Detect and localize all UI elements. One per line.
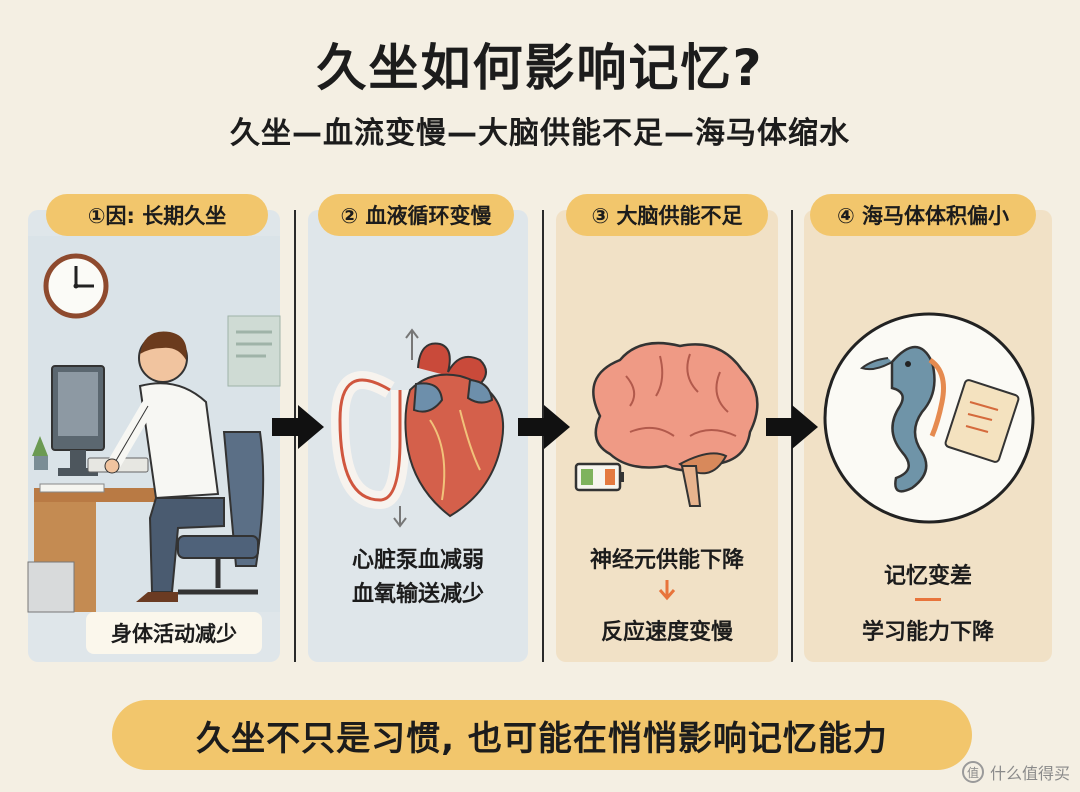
arrow-right-icon	[272, 405, 324, 449]
watermark: 值 什么值得买	[961, 760, 1070, 784]
office-worker-illustration	[27, 236, 281, 613]
watermark-logo-icon: 值	[961, 761, 984, 783]
page-subtitle: 久坐—血流变慢—大脑供能不足—海马体缩水	[230, 116, 850, 151]
reaction-speed-caption: 反应速度变慢	[600, 620, 733, 645]
circulation-caption-line-1: 心脏泵血减弱	[351, 548, 484, 573]
brain-illustration	[574, 341, 759, 507]
arrow-right-icon	[518, 405, 570, 449]
neuron-energy-caption: 神经元供能下降	[589, 548, 744, 573]
step-2-label: ② 血液循环变慢	[318, 194, 514, 236]
page-title: 久坐如何影响记忆?	[316, 39, 764, 97]
arrow-right-icon	[766, 405, 818, 449]
heart-illustration	[330, 328, 505, 528]
circulation-caption-line-2: 血氧输送减少	[351, 582, 484, 607]
watermark-text: 什么值得买	[989, 764, 1070, 783]
sitting-caption: 身体活动减少	[86, 612, 262, 654]
document-icon	[944, 379, 1020, 463]
step-4-label: ④ 海马体体积偏小	[810, 194, 1036, 236]
separator-dash	[915, 598, 941, 601]
low-battery-icon	[574, 462, 624, 492]
circulation-caption: 心脏泵血减弱 血氧输送减少	[308, 544, 528, 612]
conclusion-banner: 久坐不只是习惯, 也可能在悄悄影响记忆能力	[112, 700, 972, 770]
step-1-label: ①因: 长期久坐	[46, 194, 268, 236]
clock-icon	[43, 253, 109, 319]
learning-ability-caption: 学习能力下降	[861, 620, 994, 645]
arrow-down-icon	[658, 580, 676, 601]
step-3-label: ③ 大脑供能不足	[566, 194, 768, 236]
seahorse-illustration	[823, 312, 1035, 524]
memory-worse-caption: 记忆变差	[883, 564, 972, 589]
